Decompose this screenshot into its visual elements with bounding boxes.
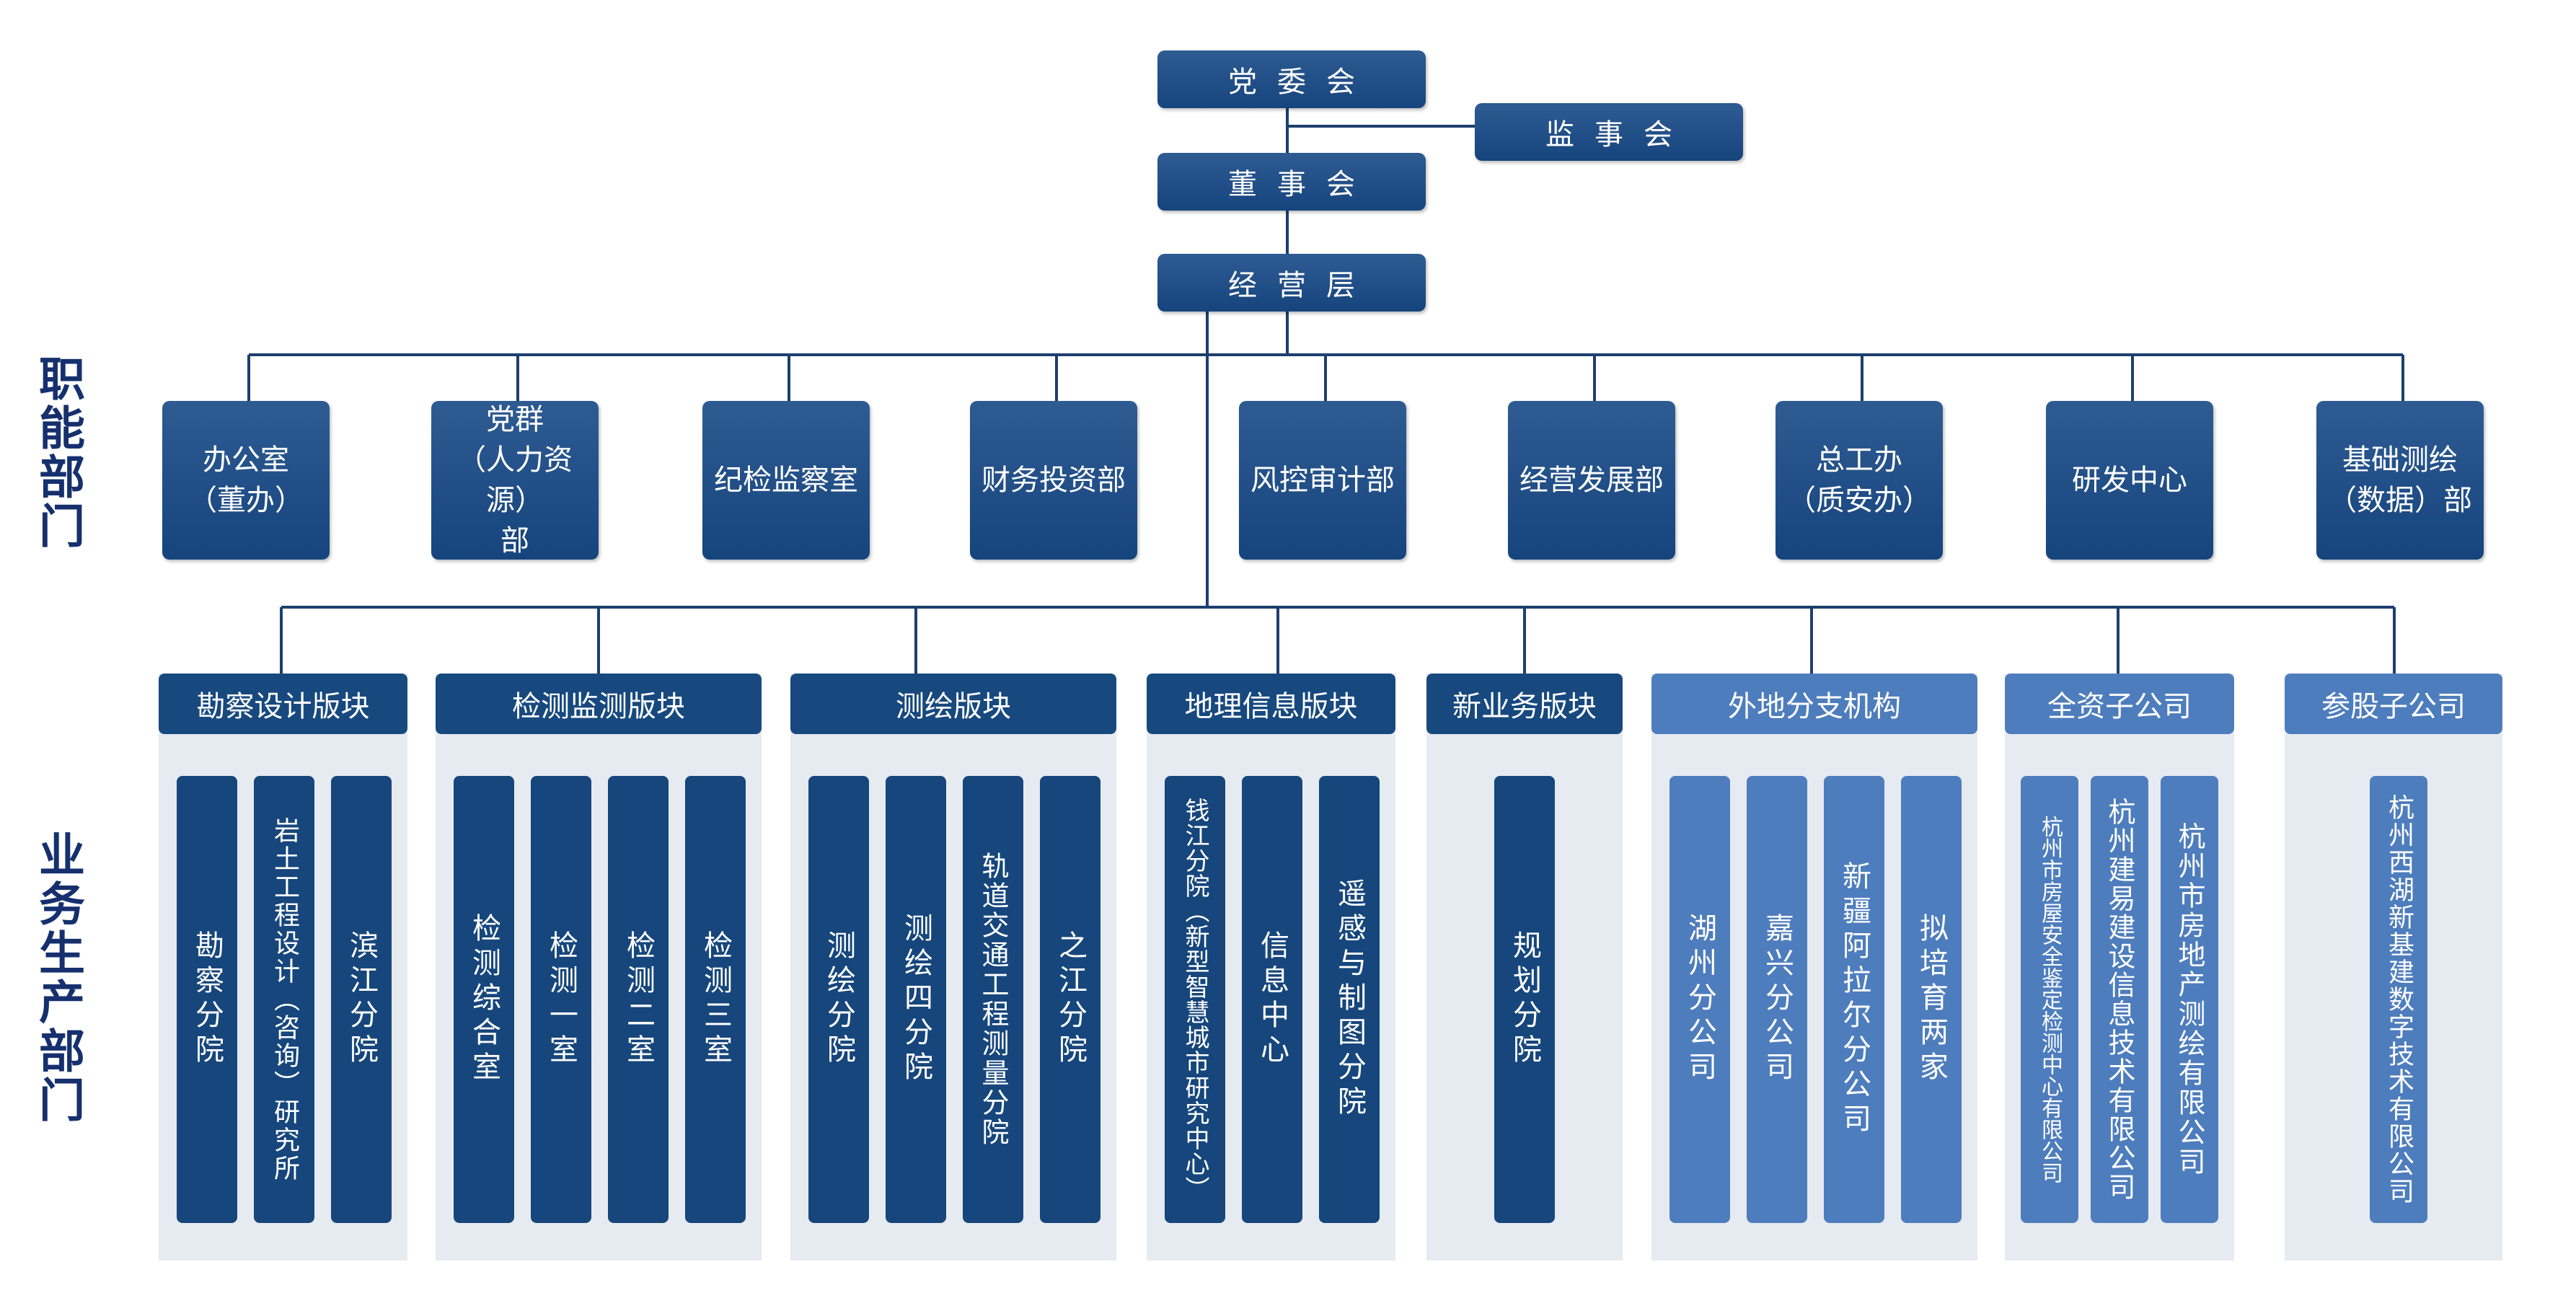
section-testing-monitoring: 检测监测版块 检测综合室 检测一室 检测二室 检测三室 bbox=[436, 674, 762, 1261]
functional-dept-discipline: 纪检监察室 bbox=[702, 401, 870, 560]
unit-label: 勘察分院 bbox=[190, 930, 224, 1069]
unit-card: 嘉兴分公司 bbox=[1747, 776, 1807, 1223]
functional-dept-office: 办公室 （董办） bbox=[162, 401, 330, 560]
section-title: 外地分支机构 bbox=[1651, 674, 1977, 734]
unit-label: 钱江分院（新型智慧城市研究中心） bbox=[1181, 798, 1209, 1201]
unit-label: 轨道交通工程测量分院 bbox=[977, 852, 1009, 1147]
unit-card: 检测二室 bbox=[608, 776, 669, 1223]
unit-label: 湖州分公司 bbox=[1683, 913, 1716, 1086]
unit-card: 钱江分院（新型智慧城市研究中心） bbox=[1165, 776, 1225, 1223]
unit-card: 岩土工程设计（咨询）研究所 bbox=[254, 776, 314, 1223]
unit-label: 杭州建易建设信息技术有限公司 bbox=[2104, 798, 2135, 1201]
unit-card: 杭州市房地产测绘有限公司 bbox=[2161, 776, 2218, 1223]
functional-dept-finance: 财务投资部 bbox=[970, 401, 1137, 560]
board-of-directors-box: 董事会 bbox=[1157, 153, 1426, 211]
unit-label: 检测二室 bbox=[622, 930, 655, 1069]
unit-label: 检测三室 bbox=[699, 930, 732, 1069]
unit-label: 杭州市房地产测绘有限公司 bbox=[2174, 822, 2205, 1177]
unit-label: 测绘四分院 bbox=[899, 913, 932, 1086]
unit-label: 新疆阿拉尔分公司 bbox=[1838, 861, 1871, 1138]
section-new-business: 新业务版块 规划分院 bbox=[1426, 674, 1623, 1261]
functional-dept-party-hr: 党群 （人力资源） 部 bbox=[431, 401, 599, 560]
section-surveying-mapping: 测绘版块 测绘分院 测绘四分院 轨道交通工程测量分院 之江分院 bbox=[790, 674, 1116, 1261]
party-committee-box: 党委会 bbox=[1157, 50, 1426, 108]
section-title: 检测监测版块 bbox=[436, 674, 762, 734]
unit-card: 检测一室 bbox=[531, 776, 591, 1223]
unit-label: 岩土工程设计（咨询）研究所 bbox=[270, 816, 299, 1183]
unit-label: 规划分院 bbox=[1508, 930, 1541, 1069]
unit-label: 测绘分院 bbox=[822, 930, 855, 1069]
unit-card: 轨道交通工程测量分院 bbox=[963, 776, 1023, 1223]
unit-card: 杭州市房屋安全鉴定检测中心有限公司 bbox=[2021, 776, 2078, 1223]
unit-card: 新疆阿拉尔分公司 bbox=[1824, 776, 1884, 1223]
unit-label: 嘉兴分公司 bbox=[1760, 913, 1794, 1086]
section-geo-information: 地理信息版块 钱江分院（新型智慧城市研究中心） 信息中心 遥感与制图分院 bbox=[1147, 674, 1395, 1261]
unit-label: 遥感与制图分院 bbox=[1333, 878, 1366, 1121]
unit-card: 测绘四分院 bbox=[886, 776, 946, 1223]
management-box: 经营层 bbox=[1157, 254, 1426, 312]
unit-card: 杭州西湖新基建数字技术有限公司 bbox=[2370, 776, 2427, 1223]
unit-card: 检测三室 bbox=[685, 776, 746, 1223]
section-title: 测绘版块 bbox=[790, 674, 1116, 734]
unit-card: 湖州分公司 bbox=[1669, 776, 1730, 1223]
unit-card: 之江分院 bbox=[1040, 776, 1100, 1223]
supervisory-board-box: 监事会 bbox=[1475, 103, 1743, 161]
section-title: 新业务版块 bbox=[1426, 674, 1623, 734]
unit-card: 检测综合室 bbox=[454, 776, 514, 1223]
functional-dept-rnd: 研发中心 bbox=[2046, 401, 2213, 560]
section-title: 勘察设计版块 bbox=[159, 674, 407, 734]
section-survey-design: 勘察设计版块 勘察分院 岩土工程设计（咨询）研究所 滨江分院 bbox=[159, 674, 407, 1261]
unit-card: 拟培育两家 bbox=[1901, 776, 1962, 1223]
section-title: 参股子公司 bbox=[2285, 674, 2502, 734]
unit-card: 测绘分院 bbox=[808, 776, 869, 1223]
section-title: 全资子公司 bbox=[2005, 674, 2234, 734]
functional-dept-business-dev: 经营发展部 bbox=[1508, 401, 1675, 560]
unit-card: 规划分院 bbox=[1494, 776, 1555, 1223]
unit-label: 滨江分院 bbox=[345, 930, 378, 1069]
unit-label: 杭州市房屋安全鉴定检测中心有限公司 bbox=[2037, 816, 2063, 1183]
functional-dept-risk-audit: 风控审计部 bbox=[1239, 401, 1406, 560]
unit-card: 勘察分院 bbox=[177, 776, 237, 1223]
section-branch-offices: 外地分支机构 湖州分公司 嘉兴分公司 新疆阿拉尔分公司 拟培育两家 bbox=[1651, 674, 1977, 1261]
unit-card: 杭州建易建设信息技术有限公司 bbox=[2091, 776, 2148, 1223]
unit-label: 信息中心 bbox=[1256, 930, 1289, 1069]
unit-card: 遥感与制图分院 bbox=[1319, 776, 1380, 1223]
unit-card: 信息中心 bbox=[1242, 776, 1302, 1223]
unit-label: 检测综合室 bbox=[467, 913, 500, 1086]
unit-card: 滨江分院 bbox=[331, 776, 392, 1223]
unit-label: 杭州西湖新基建数字技术有限公司 bbox=[2384, 794, 2414, 1205]
unit-label: 之江分院 bbox=[1054, 930, 1087, 1069]
functional-dept-chief-engineer: 总工办 （质安办） bbox=[1776, 401, 1943, 560]
unit-label: 检测一室 bbox=[544, 930, 578, 1069]
section-equity-subsidiaries: 参股子公司 杭州西湖新基建数字技术有限公司 bbox=[2285, 674, 2502, 1261]
functional-departments-label: 职能部门 bbox=[31, 355, 85, 551]
section-wholly-owned-subsidiaries: 全资子公司 杭州市房屋安全鉴定检测中心有限公司 杭州建易建设信息技术有限公司 杭… bbox=[2005, 674, 2234, 1261]
unit-label: 拟培育两家 bbox=[1915, 913, 1948, 1086]
business-departments-label: 业务生产部门 bbox=[31, 831, 85, 1125]
section-title: 地理信息版块 bbox=[1147, 674, 1395, 734]
functional-dept-surveying-data: 基础测绘 （数据）部 bbox=[2316, 401, 2484, 560]
